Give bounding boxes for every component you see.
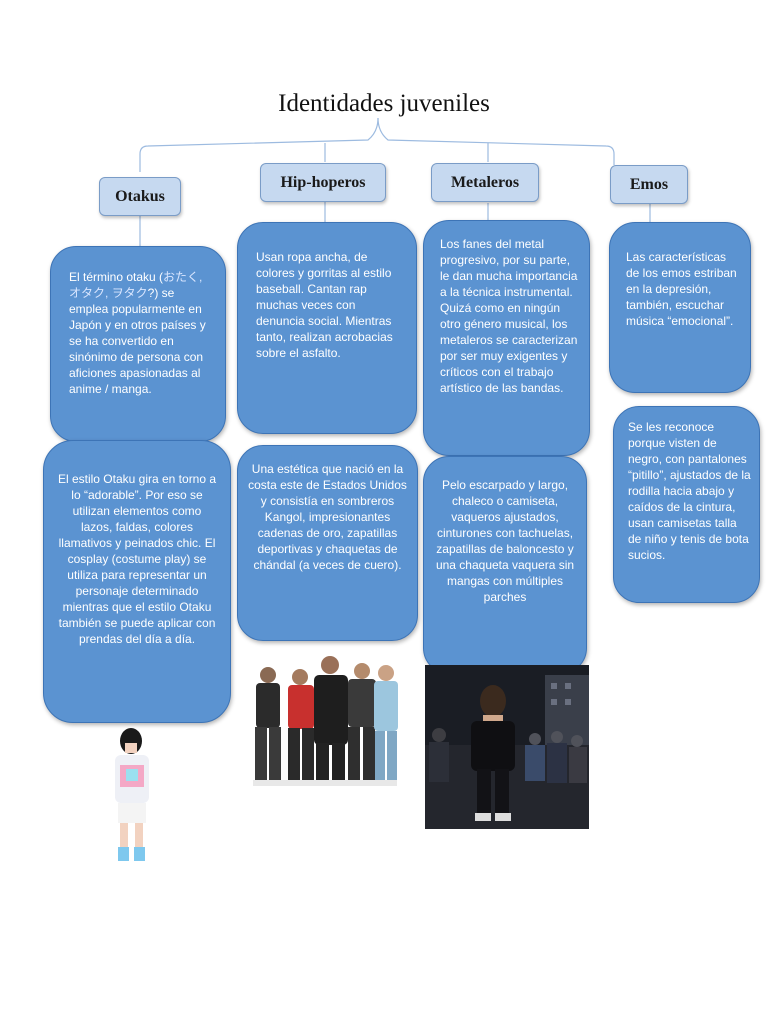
otakus-description-box: El término otaku (おたく, オタク, ヲタク?) se emp… [50,246,226,442]
metal-photo [425,665,589,829]
header-otakus: Otakus [99,177,181,216]
header-metaleros: Metaleros [431,163,539,202]
hiphop-photo [250,655,400,790]
hiphoperos-detail-box: Una estética que nació en la costa este … [237,445,418,641]
header-emos: Emos [610,165,688,204]
otaku-photo [115,728,149,861]
metaleros-description-box: Los fanes del metal progresivo, por su p… [423,220,590,456]
emos-description-box: Las características de los emos estriban… [609,222,751,393]
emos-detail-box: Se les reconoce porque visten de negro, … [613,406,760,603]
otakus-detail-box: El estilo Otaku gira en torno a lo “ador… [43,440,231,723]
metaleros-detail-box: Pelo escarpado y largo, chaleco o camise… [423,456,587,674]
diagram-title: Identidades juveniles [278,90,490,117]
hiphoperos-description-box: Usan ropa ancha, de colores y gorritas a… [237,222,417,434]
header-hip-hoperos: Hip-hoperos [260,163,386,202]
